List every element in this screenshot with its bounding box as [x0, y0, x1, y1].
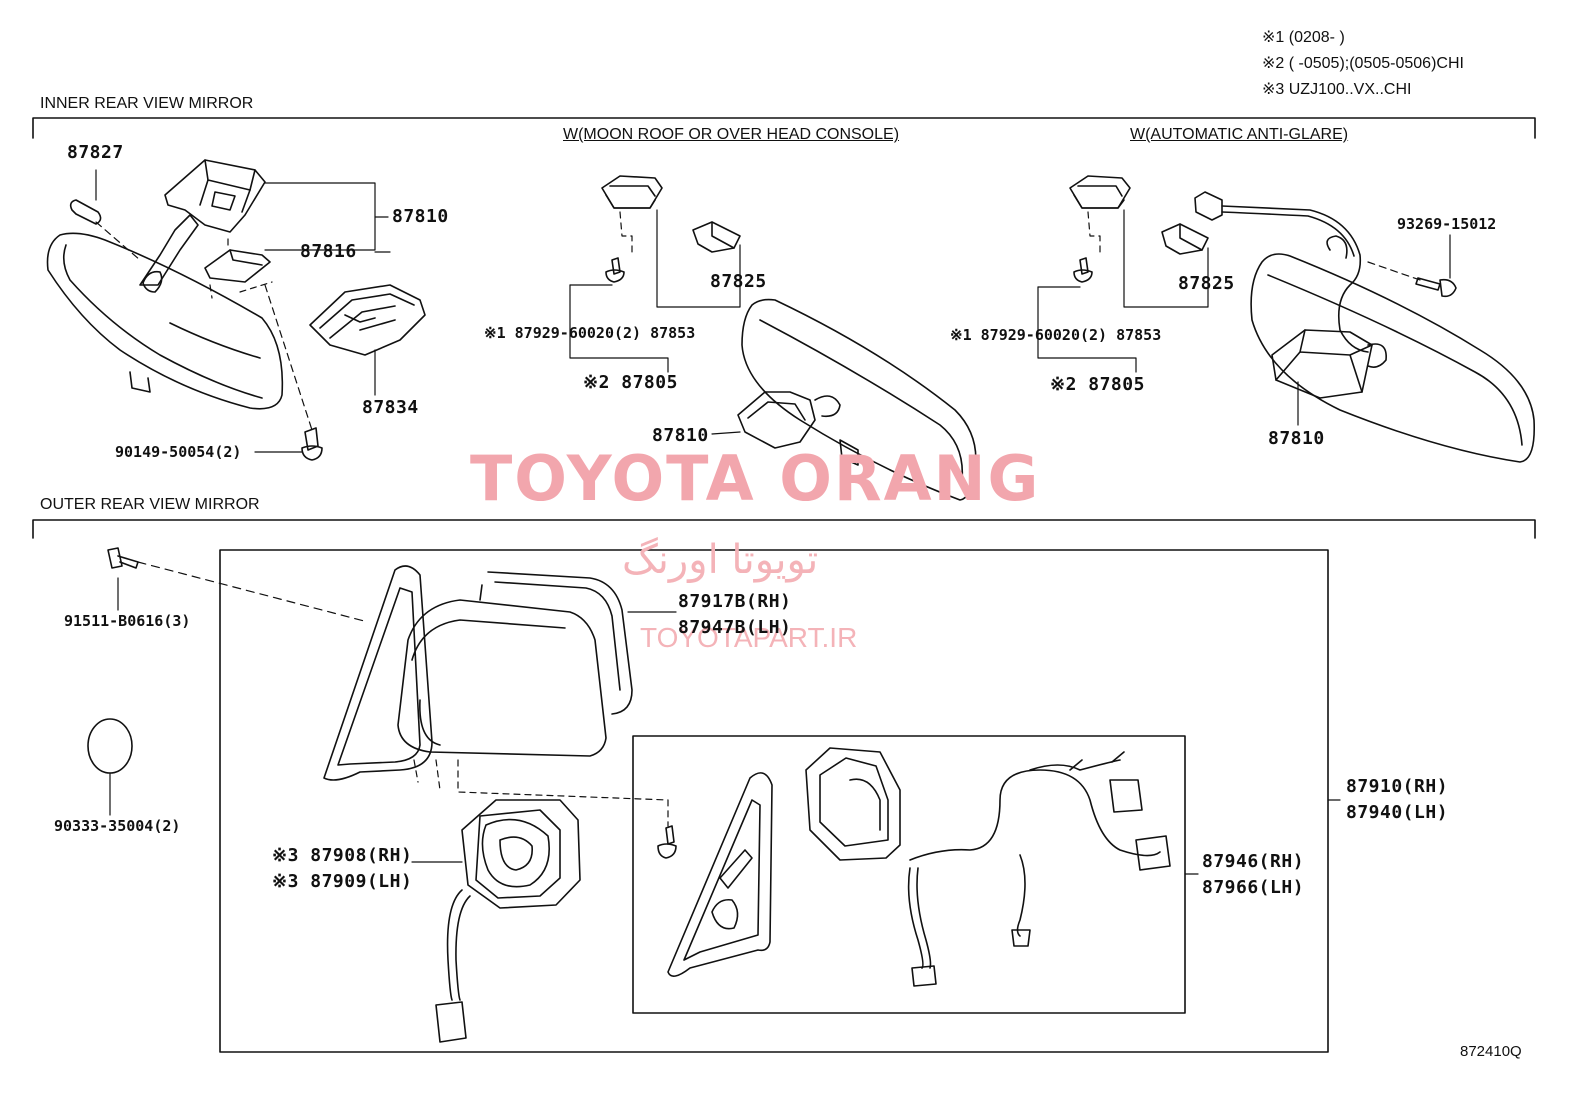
part-90333-35004[interactable]: 90333-35004(2)	[54, 817, 181, 835]
part-87810-stay[interactable]: 87810	[392, 206, 449, 227]
outer-section-frame	[32, 519, 1536, 539]
moon-roof-mirror-illustration	[601, 175, 977, 501]
part-87810-anti-glare[interactable]: 87810	[1268, 428, 1325, 449]
part-87805-anti-glare[interactable]: ※2 87805	[1050, 374, 1145, 395]
part-87908-rh[interactable]: ※3 87908(RH)	[272, 845, 413, 866]
part-87966-lh[interactable]: 87966(LH)	[1202, 877, 1305, 898]
part-87929-87853-anti-glare[interactable]: ※1 87929-60020(2) 87853	[950, 326, 1162, 344]
condition-moon-roof: W(MOON ROOF OR OVER HEAD CONSOLE)	[563, 126, 900, 143]
watermark-latin: TOYOTA ORANG	[470, 442, 1041, 515]
part-87947b-lh[interactable]: 87947B(LH)	[678, 617, 792, 638]
part-87805-moon-roof[interactable]: ※2 87805	[583, 372, 678, 393]
part-87810-moon-roof[interactable]: 87810	[652, 425, 709, 446]
inner-section-title: INNER REAR VIEW MIRROR	[40, 95, 254, 112]
note-1: ※1 (0208- )	[1262, 29, 1345, 46]
part-87929-87853-moon-roof[interactable]: ※1 87929-60020(2) 87853	[484, 324, 696, 342]
part-87946-rh[interactable]: 87946(RH)	[1202, 851, 1305, 872]
outer-assembly-frame	[219, 549, 1329, 1053]
note-3: ※3 UZJ100..VX..CHI	[1262, 81, 1412, 98]
note-2: ※2 ( -0505);(0505-0506)CHI	[1262, 55, 1464, 72]
part-87917b-rh[interactable]: 87917B(RH)	[678, 591, 792, 612]
watermark-persian: تویوتا اورنگ	[622, 537, 819, 583]
inner-left-leader-lines	[95, 169, 391, 453]
anti-glare-mirror-illustration	[1069, 175, 1536, 463]
outer-section-title: OUTER REAR VIEW MIRROR	[40, 496, 260, 513]
part-87825-moon-roof[interactable]: 87825	[710, 271, 767, 292]
moon-roof-leader-lines	[569, 209, 741, 435]
inner-section-frame	[32, 117, 1536, 139]
part-87909-lh[interactable]: ※3 87909(LH)	[272, 871, 413, 892]
part-87940-lh[interactable]: 87940(LH)	[1346, 802, 1449, 823]
diagram-reference-code: 872410Q	[1460, 1043, 1522, 1060]
part-87910-rh[interactable]: 87910(RH)	[1346, 776, 1449, 797]
part-87834[interactable]: 87834	[362, 397, 419, 418]
part-90149-50054[interactable]: 90149-50054(2)	[115, 443, 242, 461]
outer-leader-lines	[109, 561, 1341, 875]
part-91511-b0616[interactable]: 91511-B0616(3)	[64, 612, 191, 630]
part-87825-anti-glare[interactable]: 87825	[1178, 273, 1235, 294]
watermark-site: TOYOTAPART.IR	[640, 622, 858, 653]
anti-glare-leader-lines	[1037, 209, 1451, 426]
part-93269-15012[interactable]: 93269-15012	[1397, 215, 1497, 233]
condition-anti-glare: W(AUTOMATIC ANTI-GLARE)	[1130, 126, 1349, 143]
part-87816[interactable]: 87816	[300, 241, 357, 262]
part-87827[interactable]: 87827	[67, 142, 124, 163]
outer-mirror-illustration	[87, 547, 1171, 1043]
